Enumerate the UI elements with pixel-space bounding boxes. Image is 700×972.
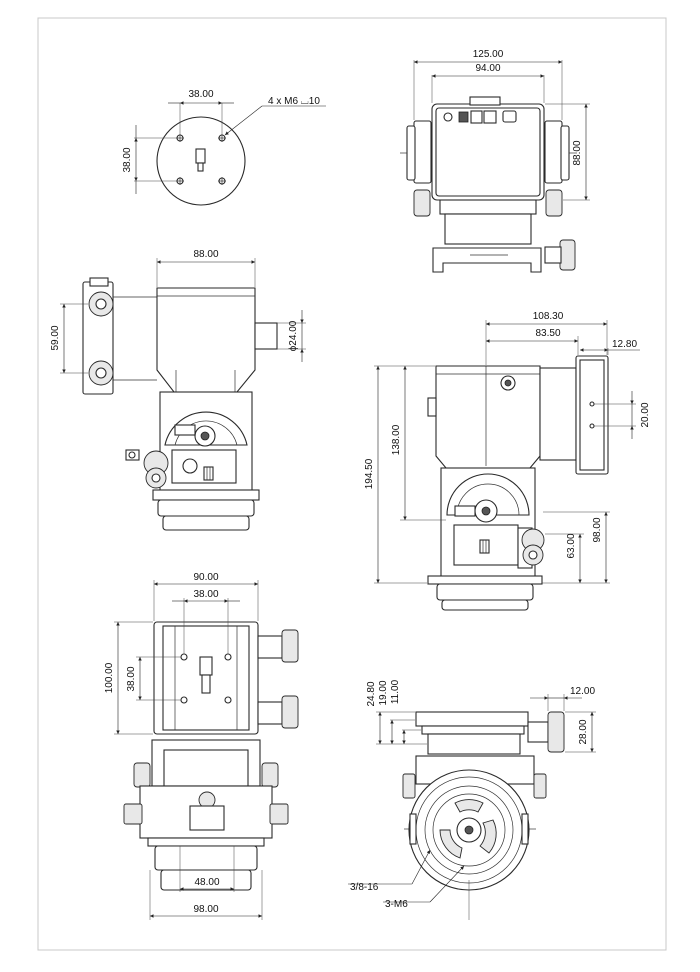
bottom-view: 90.00 38.00 100.00 38.00 48.00 98.00 xyxy=(104,572,299,920)
front-view: 108.30 83.50 12.80 20.00 194.50 138.00 9… xyxy=(364,311,651,611)
dim-bottom-ring-width: 48.00 xyxy=(194,877,219,888)
callout-end-screw: 3-M6 xyxy=(385,899,408,910)
dim-side-port-dia: ϕ24.00 xyxy=(288,320,299,351)
dim-end-knob-len: 12.00 xyxy=(570,686,595,697)
dim-side-knob-spacing: 59.00 xyxy=(50,325,61,350)
rear-view: 125.00 94.00 88.00 xyxy=(400,49,590,273)
dim-end-b: 19.00 xyxy=(378,680,389,705)
side-view: 88.00 59.00 ϕ24.00 xyxy=(50,249,306,531)
dim-front-knob-height-lo: 63.00 xyxy=(566,533,577,558)
dim-bottom-hole-spacing-h: 38.00 xyxy=(193,589,218,600)
end-view: 24.80 19.00 11.00 12.00 28.00 3/8-16 3-M… xyxy=(348,679,596,920)
dim-bottom-hole-spacing-v: 38.00 xyxy=(126,666,137,691)
dim-rear-width-outer: 125.00 xyxy=(473,49,504,60)
dim-front-body-height: 138.00 xyxy=(391,424,402,455)
drawing-border xyxy=(37,17,667,951)
callout-end-thread: 3/8-16 xyxy=(350,882,379,893)
dim-end-c: 11.00 xyxy=(390,679,401,704)
dim-rear-height: 88.00 xyxy=(572,140,583,165)
dim-bottom-base-width: 98.00 xyxy=(193,904,218,915)
dim-front-total-height: 194.50 xyxy=(364,458,375,489)
dim-front-offset-inner: 83.50 xyxy=(535,328,560,339)
dim-bottom-width: 90.00 xyxy=(193,572,218,583)
dim-end-a: 24.80 xyxy=(366,681,377,706)
dim-front-offset-outer: 108.30 xyxy=(533,311,564,322)
dim-front-knob-height-hi: 98.00 xyxy=(592,517,603,542)
dim-top-hole-spacing-h: 38.00 xyxy=(188,89,213,100)
dim-side-width: 88.00 xyxy=(193,249,218,260)
dim-top-hole-spacing-v: 38.00 xyxy=(122,147,133,172)
dim-bottom-plate-height: 100.00 xyxy=(104,662,115,693)
dim-front-motor-depth: 12.80 xyxy=(612,339,637,350)
top-flange-view: 38.00 38.00 4 x M6 ⌴10 xyxy=(122,89,326,206)
dim-rear-width-inner: 94.00 xyxy=(475,63,500,74)
dim-end-knob-dia: 28.00 xyxy=(578,719,589,744)
dim-front-hole-spacing: 20.00 xyxy=(640,402,651,427)
callout-top-holes: 4 x M6 ⌴10 xyxy=(268,96,320,107)
